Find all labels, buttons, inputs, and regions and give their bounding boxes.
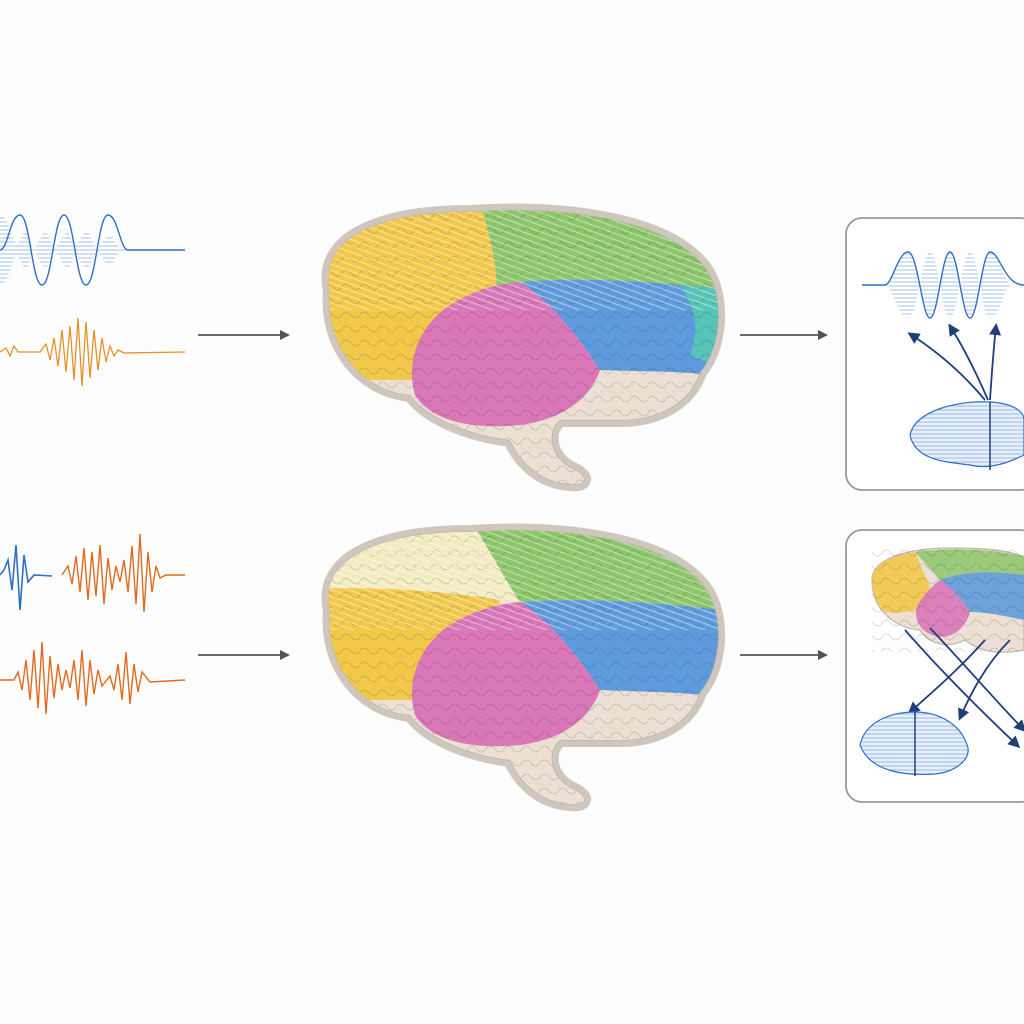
output-panel-1 — [845, 217, 1024, 491]
blue-wave-signal — [0, 544, 53, 611]
row-2 — [0, 520, 1024, 820]
orange-wave-signal — [0, 317, 186, 387]
blue-wave-outline — [0, 214, 185, 286]
cerebellum-mesh-icon — [859, 711, 969, 776]
orange-wave-signal-2 — [0, 641, 186, 715]
brain-row-1 — [300, 200, 740, 500]
row-1 — [0, 200, 1024, 500]
decoded-wave-outline — [862, 251, 1024, 319]
input-waves-row-1 — [0, 214, 186, 387]
output-panel-2 — [845, 529, 1024, 803]
mini-brain-icon — [871, 547, 1024, 653]
crossing-arrows — [904, 627, 1024, 749]
input-waves-row-2 — [0, 533, 186, 715]
orange-wave-signal — [61, 533, 185, 613]
cerebellum-mesh-icon — [909, 401, 1024, 470]
blue-wave-signal — [0, 215, 180, 285]
projection-arrows — [907, 323, 1002, 401]
brain-row-2 — [300, 520, 740, 820]
